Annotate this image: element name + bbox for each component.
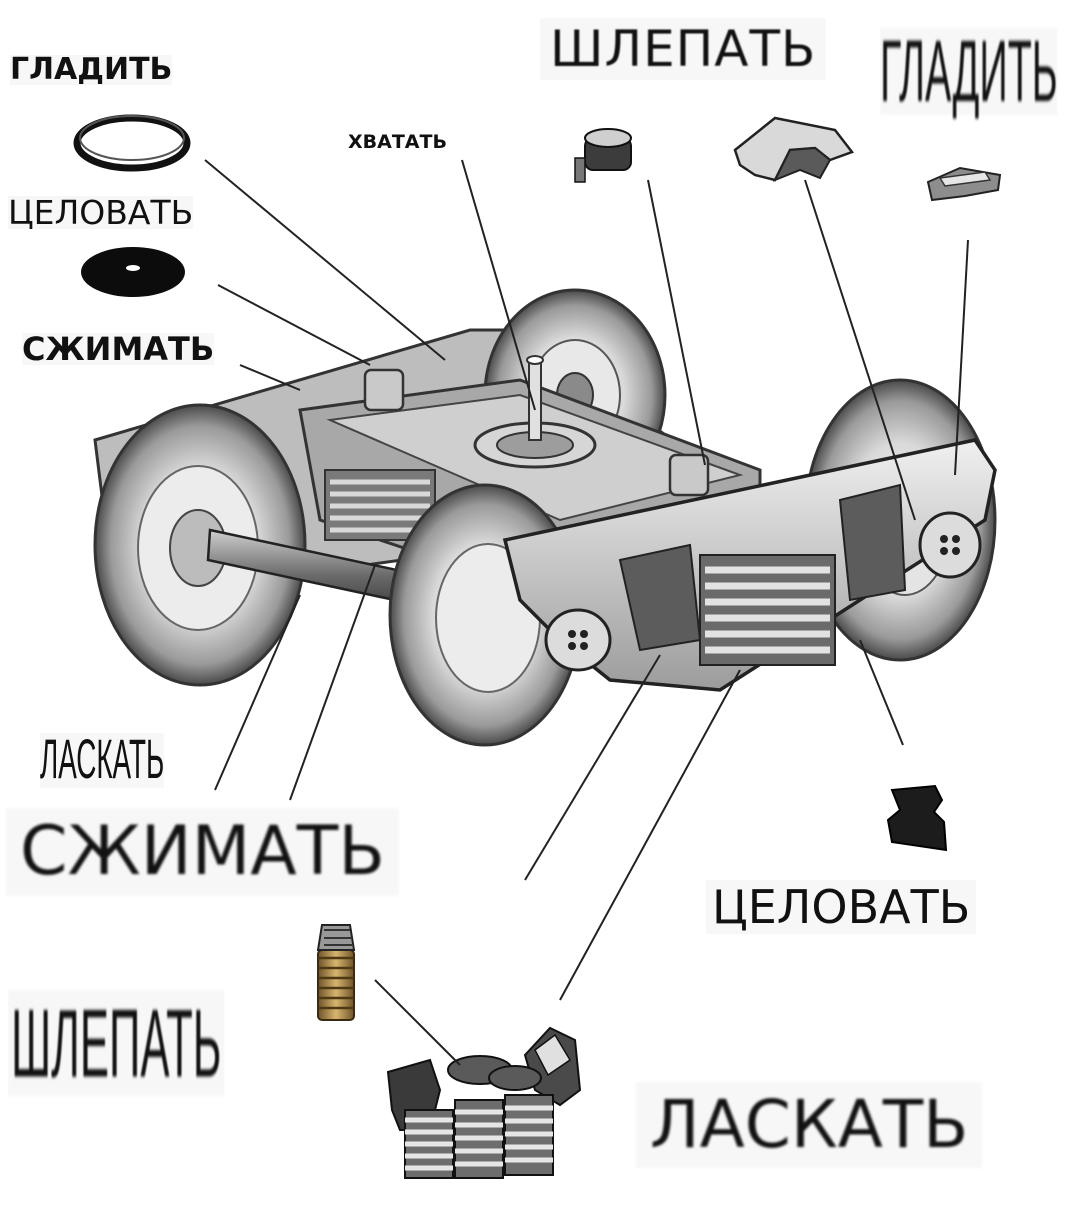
spring-icon [316, 924, 356, 1021]
leader-bearing-adapter [804, 179, 916, 521]
wear-plate-icon [926, 166, 1002, 202]
leader-washer [217, 284, 371, 366]
leader-lines [204, 159, 969, 1066]
leader-szhimat-big [289, 564, 376, 801]
spring-pack-front-icon [699, 554, 836, 666]
bearing-adapter-icon [733, 116, 855, 182]
axle-end-right-icon [918, 511, 982, 579]
label-gladit-small: ГЛАДИТЬ [10, 52, 173, 87]
side-bearing-pad-icon [574, 128, 632, 183]
axle-end-left-icon [544, 608, 612, 672]
label-laskat-small: ЛАСКАТЬ [40, 729, 165, 791]
leader-friction-wedge [859, 639, 904, 746]
washer-icon [81, 247, 185, 297]
friction-wedge-icon [886, 784, 948, 852]
label-shlepat-top: ШЛЕПАТЬ [540, 18, 827, 80]
leader-shlepat-top [647, 179, 706, 466]
label-celovat-right: ЦЕЛОВАТЬ [706, 880, 977, 934]
spring-group-icon [386, 1026, 582, 1179]
label-laskat-big: ЛАСКАТЬ [636, 1082, 983, 1168]
label-shlepat-big: ШЛЕПАТЬ [8, 990, 225, 1096]
label-szhimat-big: СЖИМАТЬ [6, 808, 399, 896]
leader-wear-plate [954, 239, 969, 476]
label-szhimat-small: СЖИМАТЬ [22, 330, 215, 368]
wheel-front-left-icon [93, 403, 307, 687]
label-hvatat: ХВАТАТЬ [348, 131, 447, 153]
leader-spring [374, 979, 461, 1066]
ring-icon [73, 114, 191, 172]
leader-hvatat [461, 159, 536, 411]
label-gladit-big: ГЛАДИТЬ [880, 22, 1058, 121]
leader-laskat-small [214, 594, 301, 791]
leader-spring-group [559, 669, 741, 1001]
leader-ring [204, 159, 446, 361]
label-celovat-small: ЦЕЛОВАТЬ [8, 193, 194, 232]
leader-celovat-right [524, 654, 661, 881]
bogie-icon [93, 288, 997, 747]
leader-szhimat-small [239, 364, 301, 391]
